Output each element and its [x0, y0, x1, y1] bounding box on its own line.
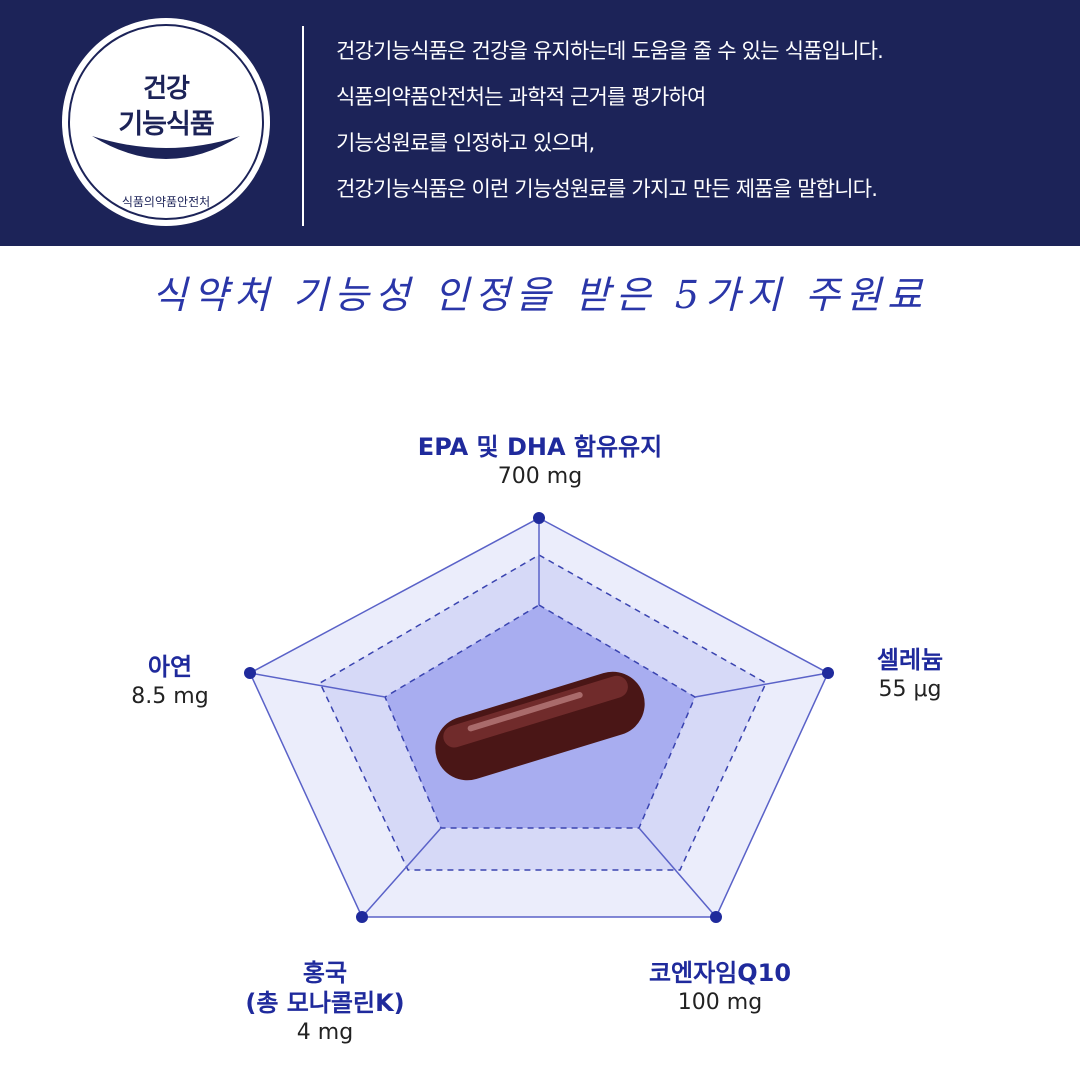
ingredient-amount: 8.5 mg [131, 684, 209, 709]
intro-line: 식품의약품안전처는 과학적 근거를 평가하여 [336, 85, 706, 109]
ingredient-name: 홍국 [302, 959, 348, 987]
ingredient-amount: 4 mg [296, 1020, 354, 1045]
intro-text: 건강기능식품은 건강을 유지하는데 도움을 줄 수 있는 식품입니다. 식품의약… [336, 40, 1066, 224]
banner-divider [302, 26, 304, 226]
ingredient-label-zinc: 아연 8.5 mg [70, 652, 270, 712]
ingredient-name: 코엔자임Q10 [648, 959, 792, 987]
ingredient-name-detail: (총 모나콜린K) [245, 989, 405, 1017]
health-functional-food-seal-icon: 건강 기능식품 식품의약품안전처 [62, 18, 270, 226]
seal-text-line1: 건강 [143, 74, 190, 104]
ingredient-label-coq10: 코엔자임Q10 100 mg [600, 958, 840, 1018]
seal-org-name: 식품의약품안전처 [121, 195, 211, 209]
vertex-dot-epa [533, 512, 545, 524]
ingredient-amount: 100 mg [677, 990, 763, 1015]
headline: 식약처 기능성 인정을 받은 5가지 주원료 [152, 273, 928, 317]
ingredient-label-selenium: 셀레늄 55 μg [810, 645, 1010, 705]
seal-arc-icon [92, 136, 240, 159]
pentagon-spokes [249, 518, 829, 918]
vertex-dot-red-yeast [356, 911, 368, 923]
ingredient-amount: 700 mg [497, 464, 583, 489]
seal-text-line2: 기능식품 [118, 109, 214, 140]
omega3-softgel-capsule-icon [435, 671, 645, 781]
intro-line: 기능성원료를 인정하고 있으며, [336, 131, 595, 155]
ingredient-label-red-yeast-rice: 홍국 (총 모나콜린K) 4 mg [200, 958, 450, 1048]
ingredient-name: 아연 [147, 653, 193, 681]
vertex-dot-zinc [244, 667, 256, 679]
vertex-dot-selenium [822, 667, 834, 679]
ingredient-name: EPA 및 DHA 함유유지 [417, 433, 663, 461]
ingredient-label-epa-dha: EPA 및 DHA 함유유지 700 mg [340, 432, 740, 492]
intro-line: 건강기능식품은 이런 기능성원료를 가지고 만든 제품을 말합니다. [336, 177, 878, 201]
top-banner: 건강 기능식품 식품의약품안전처 건강기능식품은 건강을 유지하는데 도움을 줄… [0, 0, 1080, 246]
vertex-dot-coq10 [710, 911, 722, 923]
seal-ring [68, 24, 264, 220]
ingredient-amount: 55 μg [878, 677, 942, 702]
intro-line: 건강기능식품은 건강을 유지하는데 도움을 줄 수 있는 식품입니다. [336, 39, 884, 63]
ingredient-name: 셀레늄 [876, 646, 944, 674]
